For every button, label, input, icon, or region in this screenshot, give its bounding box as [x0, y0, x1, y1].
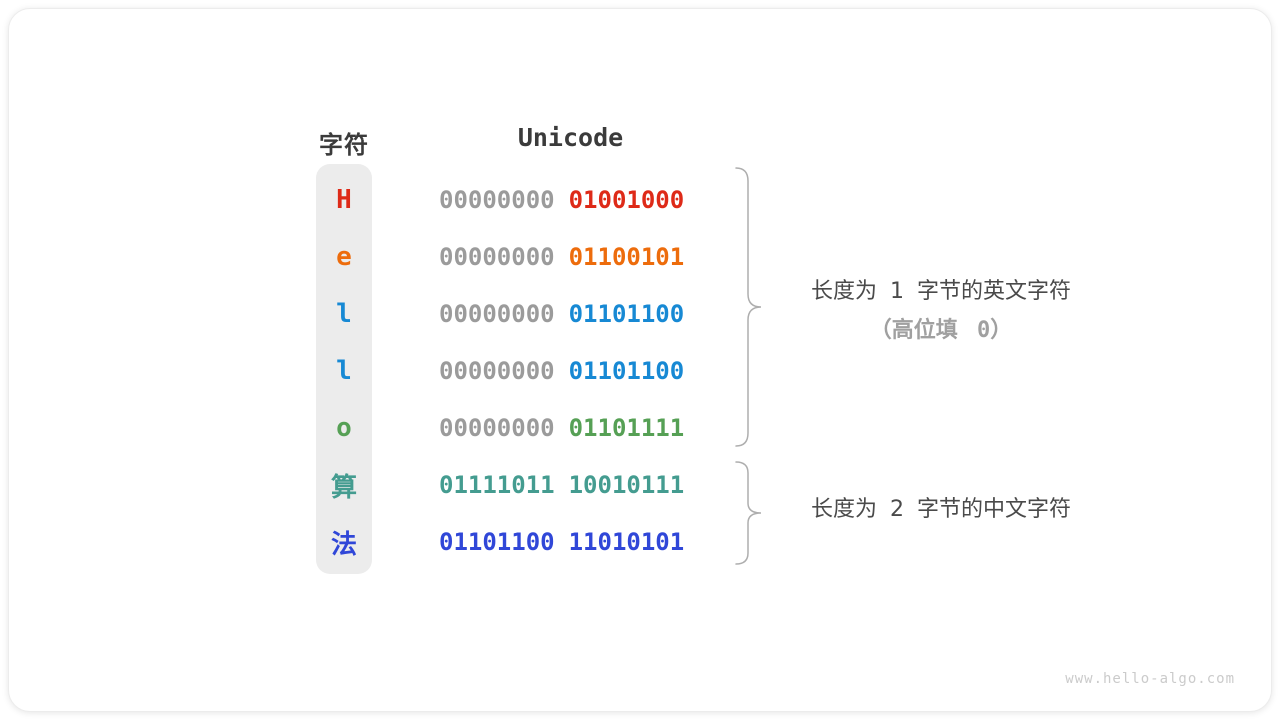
- unicode-bytes: 00000000 01100101: [439, 243, 684, 271]
- diagram-card: 字符 Unicode H 00000000 01001000 e 00000000…: [8, 8, 1272, 712]
- table-row: l 00000000 01101100: [316, 343, 736, 399]
- byte-high: 00000000: [439, 357, 555, 385]
- curly-brace-icon: [735, 461, 762, 565]
- watermark: www.hello-algo.com: [1065, 671, 1235, 687]
- column-header-char: 字符: [319, 131, 369, 159]
- group-label-english: 长度为 1 字节的英文字符 （高位填 0）: [771, 272, 1111, 350]
- byte-low: 10010111: [568, 471, 685, 499]
- character-cell: H: [336, 185, 352, 215]
- column-header-unicode: Unicode: [517, 123, 624, 152]
- table-row: 法 01101100 11010101: [316, 514, 736, 570]
- byte-low: 11010101: [568, 528, 685, 556]
- byte-low: 01101111: [568, 414, 685, 442]
- unicode-bytes: 00000000 01101100: [439, 357, 684, 385]
- byte-low: 01100101: [568, 243, 685, 271]
- character-cell: l: [336, 356, 352, 386]
- unicode-bytes: 00000000 01101100: [439, 300, 684, 328]
- unicode-bytes: 00000000 01101111: [439, 414, 684, 442]
- byte-high: 00000000: [439, 243, 555, 271]
- group-label-line: 长度为 2 字节的中文字符: [811, 497, 1071, 522]
- character-column-strip: [316, 164, 372, 574]
- character-cell: l: [336, 299, 352, 329]
- unicode-bytes: 01111011 10010111: [439, 471, 684, 499]
- byte-low: 01101100: [568, 300, 685, 328]
- table-row: e 00000000 01100101: [316, 229, 736, 285]
- group-label-chinese: 长度为 2 字节的中文字符: [771, 490, 1111, 529]
- byte-high: 00000000: [439, 300, 555, 328]
- unicode-bytes: 01101100 11010101: [439, 528, 684, 556]
- table-row: 算 01111011 10010111: [316, 457, 736, 513]
- table-row: o 00000000 01101111: [316, 400, 736, 456]
- group-label-line: 长度为 1 字节的英文字符: [811, 279, 1071, 304]
- table-row: l 00000000 01101100: [316, 286, 736, 342]
- byte-low: 01101100: [568, 357, 685, 385]
- character-cell: o: [336, 413, 352, 443]
- byte-high: 01111011: [439, 471, 555, 499]
- byte-high: 00000000: [439, 186, 555, 214]
- unicode-bytes: 00000000 01001000: [439, 186, 684, 214]
- byte-high: 00000000: [439, 414, 555, 442]
- character-cell: 算: [330, 472, 357, 503]
- curly-brace-icon: [735, 167, 762, 447]
- byte-high: 01101100: [439, 528, 555, 556]
- byte-low: 01001000: [568, 186, 685, 214]
- character-cell: 法: [330, 529, 357, 560]
- table-row: H 00000000 01001000: [316, 172, 736, 228]
- character-cell: e: [336, 242, 352, 272]
- group-label-subline: （高位填 0）: [869, 318, 1013, 343]
